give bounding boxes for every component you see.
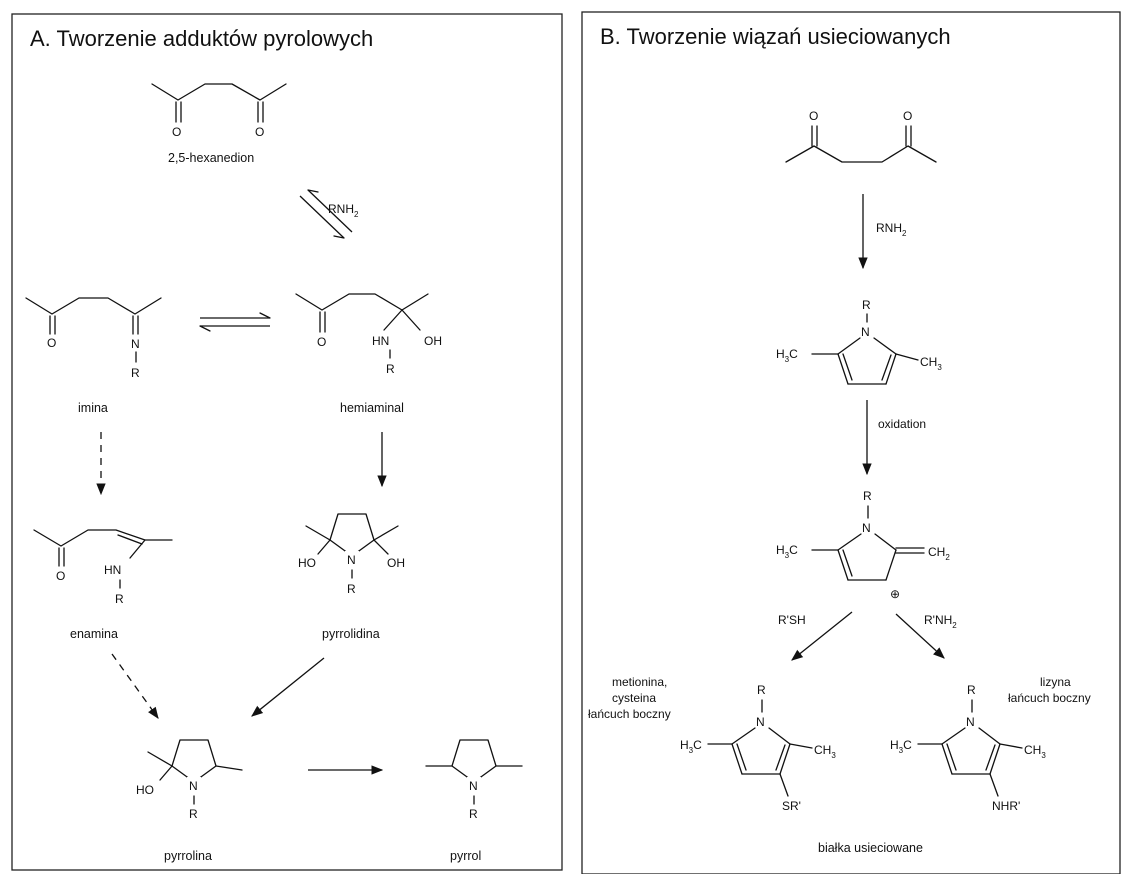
atom-r: R — [967, 683, 976, 697]
arrow-pyrrolidine-pyrroline — [251, 657, 325, 717]
group-h3c: H3C — [776, 543, 798, 560]
label-pyrrole: pyrrol — [450, 849, 481, 863]
label-lysine: lizyna — [1040, 675, 1071, 689]
arrow-b-thiol — [791, 611, 853, 661]
atom-o: O — [809, 109, 818, 123]
hemiaminal-structure: O HN OH R — [295, 293, 442, 376]
arrow-b-amine — [895, 613, 945, 659]
label-left-side-chain: łańcuch boczny — [588, 707, 671, 721]
atom-r: R — [862, 298, 871, 312]
atom-oh: OH — [424, 334, 442, 348]
hexanedione-structure-b: O O — [785, 109, 937, 163]
group-nhr: NHR' — [992, 799, 1020, 813]
pyrrole-structure: N R — [425, 739, 523, 821]
atom-n: N — [862, 521, 871, 535]
thioether-product-structure: R N H3C CH3 SR' — [680, 683, 836, 813]
atom-ho: HO — [136, 783, 154, 797]
label-hemiaminal: hemiaminal — [340, 401, 404, 415]
atom-oh: OH — [387, 556, 405, 570]
label-right-side-chain: łańcuch boczny — [1008, 691, 1091, 705]
atom-hn: HN — [104, 563, 121, 577]
atom-r: R — [115, 592, 124, 606]
label-methionine: metionina, — [612, 675, 667, 689]
group-ch3: CH3 — [920, 355, 942, 372]
reagent-amine: R'NH2 — [924, 613, 957, 630]
panel-b-frame — [581, 11, 1121, 874]
atom-n: N — [189, 779, 198, 793]
atom-r: R — [347, 582, 356, 596]
panel-b-title: B. Tworzenie wiązań usieciowanych — [600, 24, 951, 49]
group-h3c: H3C — [680, 738, 702, 755]
group-ch3: CH3 — [1024, 743, 1046, 760]
group-ch2: CH2 — [928, 545, 950, 562]
group-h3c: H3C — [890, 738, 912, 755]
imine-structure: O N R — [25, 297, 162, 380]
atom-r: R — [757, 683, 766, 697]
atom-ho: HO — [298, 556, 316, 570]
atom-r: R — [386, 362, 395, 376]
pyrrolidine-structure: N HO OH R — [298, 513, 405, 596]
atom-o: O — [172, 125, 181, 139]
atom-n: N — [347, 553, 356, 567]
label-oxidation: oxidation — [878, 417, 926, 431]
group-h3c: H3C — [776, 347, 798, 364]
atom-n: N — [131, 337, 140, 351]
label-pyrroline: pyrrolina — [164, 849, 212, 863]
atom-o: O — [317, 335, 326, 349]
reagent-thiol: R'SH — [778, 613, 806, 627]
label-pyrrolidine: pyrrolidina — [322, 627, 380, 641]
pyrrolium-intermediate-structure: R N H3C CH2 ⊕ — [776, 489, 950, 601]
dimethylpyrrole-structure: R N H3C CH3 — [776, 298, 942, 385]
atom-r: R — [863, 489, 872, 503]
positive-charge-icon: ⊕ — [890, 587, 900, 601]
atom-n: N — [469, 779, 478, 793]
enamine-structure: O HN R — [33, 529, 173, 606]
atom-hn: HN — [372, 334, 389, 348]
atom-r: R — [469, 807, 478, 821]
atom-o: O — [56, 569, 65, 583]
equilibrium-arrow-diagonal — [299, 189, 353, 239]
panel-a-frame — [11, 13, 563, 871]
label-enamine: enamina — [70, 627, 118, 641]
atom-o: O — [255, 125, 264, 139]
atom-n: N — [756, 715, 765, 729]
atom-r: R — [189, 807, 198, 821]
atom-o: O — [47, 336, 56, 350]
atom-n: N — [966, 715, 975, 729]
group-sr: SR' — [782, 799, 801, 813]
atom-n: N — [861, 325, 870, 339]
hexanedione-structure: O O — [151, 83, 287, 139]
group-ch3: CH3 — [814, 743, 836, 760]
panel-a-title: A. Tworzenie adduktów pyrolowych — [30, 26, 373, 51]
pyrroline-structure: N HO R — [136, 739, 243, 821]
atom-o: O — [903, 109, 912, 123]
equilibrium-arrow-horizontal — [199, 312, 271, 332]
reagent-rnh2-a: RNH2 — [328, 202, 359, 219]
label-hexanedione: 2,5-hexanedion — [168, 151, 254, 165]
reagent-rnh2-b: RNH2 — [876, 221, 907, 238]
atom-r: R — [131, 366, 140, 380]
dashed-arrow-enamine-pyrroline — [111, 653, 159, 719]
amine-product-structure: R N H3C CH3 NHR' — [890, 683, 1046, 813]
label-crosslinked-proteins: białka usieciowane — [818, 841, 923, 855]
label-imine: imina — [78, 401, 108, 415]
label-cysteine: cysteina — [612, 691, 656, 705]
